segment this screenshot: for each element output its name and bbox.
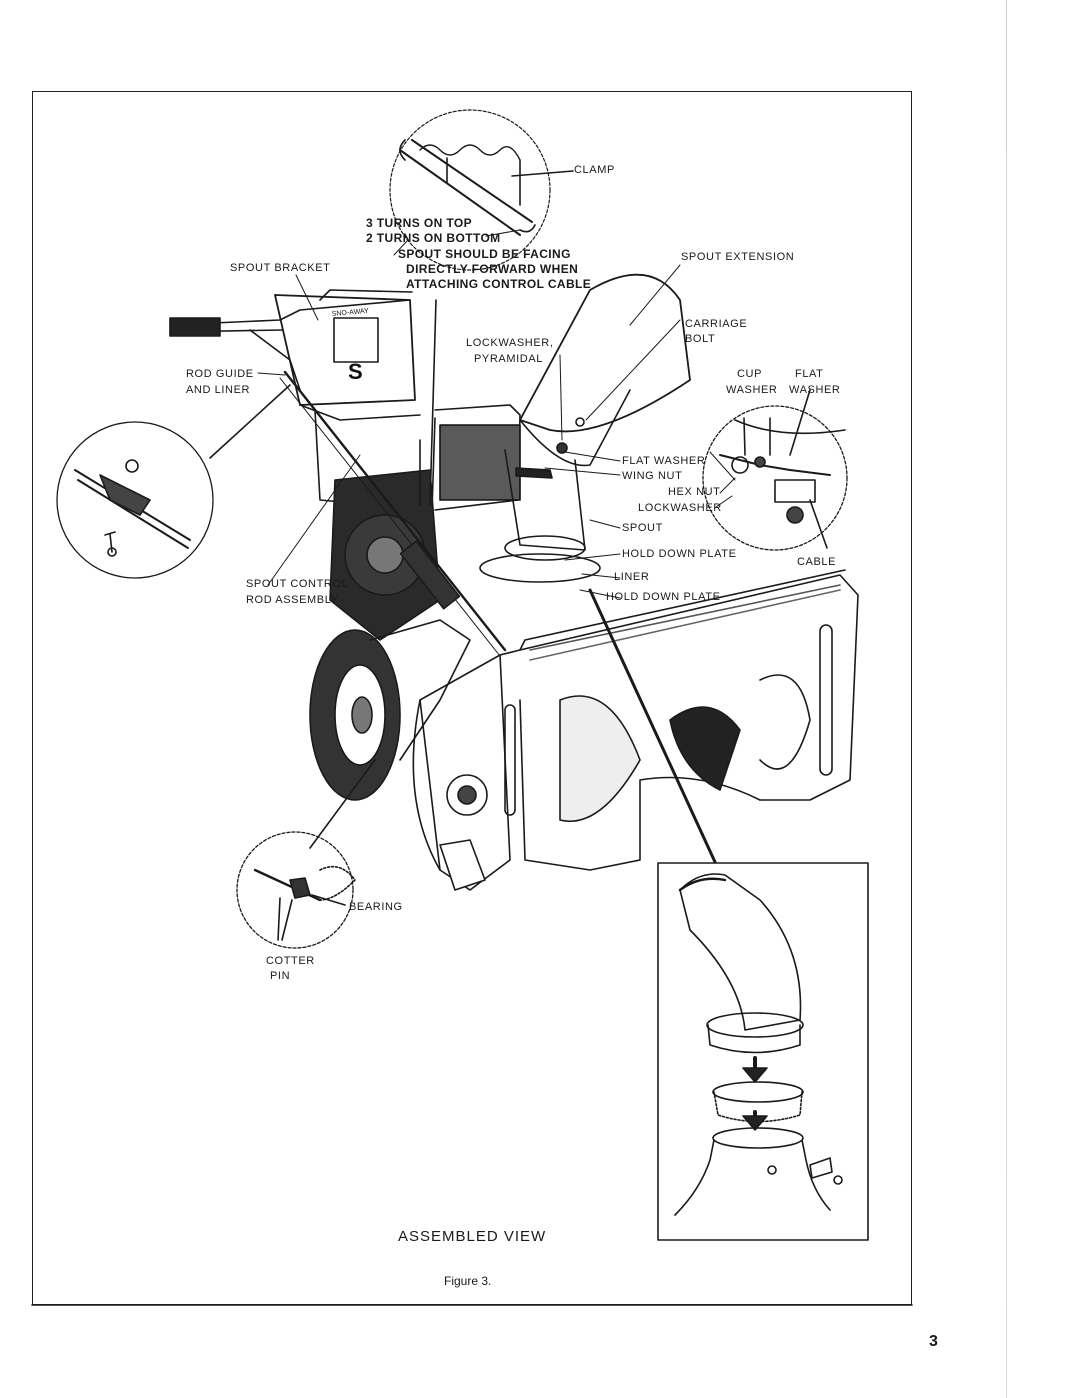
label-spout: SPOUT xyxy=(622,522,663,534)
label-flat-washer-top-1: FLAT xyxy=(795,368,824,380)
label-bearing: BEARING xyxy=(349,901,403,913)
figure-label: Figure 3. xyxy=(444,1274,492,1288)
spout-assembly-inset xyxy=(657,862,869,1241)
label-carriage-bolt-1: CARRIAGE xyxy=(685,318,748,330)
label-cable: CABLE xyxy=(797,556,837,568)
label-spout-facing-2: DIRECTLY FORWARD WHEN xyxy=(406,262,579,276)
label-clamp: CLAMP xyxy=(574,164,615,176)
label-rod-guide-1: ROD GUIDE xyxy=(186,368,254,380)
label-spout-extension: SPOUT EXTENSION xyxy=(681,251,795,263)
label-wing-nut: WING NUT xyxy=(622,470,683,482)
label-lockwasher-pyramidal-1: LOCKWASHER, xyxy=(466,337,554,349)
label-lockwasher: LOCKWASHER xyxy=(638,502,722,514)
leader-lines xyxy=(257,229,736,599)
label-hold-down-plate-1: HOLD DOWN PLATE xyxy=(622,548,737,560)
label-cotter-pin-2: PIN xyxy=(270,970,291,982)
spout-control-rod xyxy=(279,299,507,657)
label-spout-bracket: SPOUT BRACKET xyxy=(230,262,331,274)
label-hold-down-plate-2: HOLD DOWN PLATE xyxy=(606,591,721,603)
label-cup-washer-1: CUP xyxy=(737,368,763,380)
label-spout-facing-1: SPOUT SHOULD BE FACING xyxy=(398,247,571,261)
label-liner: LINER xyxy=(614,571,650,583)
label-carriage-bolt-2: BOLT xyxy=(685,333,716,345)
page-number: 3 xyxy=(929,1333,938,1350)
label-turns-bottom: 2 TURNS ON BOTTOM xyxy=(366,231,501,245)
label-flat-washer: FLAT WASHER xyxy=(622,455,706,467)
label-spout-facing-3: ATTACHING CONTROL CABLE xyxy=(406,277,592,291)
label-rod-guide-2: AND LINER xyxy=(186,384,251,396)
label-cup-washer-2: WASHER xyxy=(726,384,778,396)
label-flat-washer-top-2: WASHER xyxy=(789,384,841,396)
page-edge-line xyxy=(1006,0,1007,1398)
label-turns-top: 3 TURNS ON TOP xyxy=(366,216,473,230)
label-hex-nut: HEX NUT xyxy=(668,486,721,498)
rod-guide-detail-circle xyxy=(56,384,291,579)
label-cotter-pin-1: COTTER xyxy=(266,955,315,967)
engine-block xyxy=(329,424,521,641)
clamp-detail-circle xyxy=(389,109,574,271)
bearing-detail-circle xyxy=(236,759,376,949)
figure-caption: ASSEMBLED VIEW xyxy=(398,1228,547,1245)
handle-assembly xyxy=(169,289,521,511)
wheel xyxy=(309,619,471,801)
label-spout-control-2: ROD ASSEMBLY xyxy=(246,594,339,606)
washer-detail-circle xyxy=(702,389,848,551)
label-spout-control-1: SPOUT CONTROL xyxy=(246,578,349,590)
emblem-letter: S xyxy=(348,359,363,384)
discharge-spout xyxy=(479,273,691,583)
auger-housing xyxy=(412,569,859,891)
brand-decal: SNO-AWAY xyxy=(332,308,370,318)
label-lockwasher-pyramidal-2: PYRAMIDAL xyxy=(474,353,543,365)
